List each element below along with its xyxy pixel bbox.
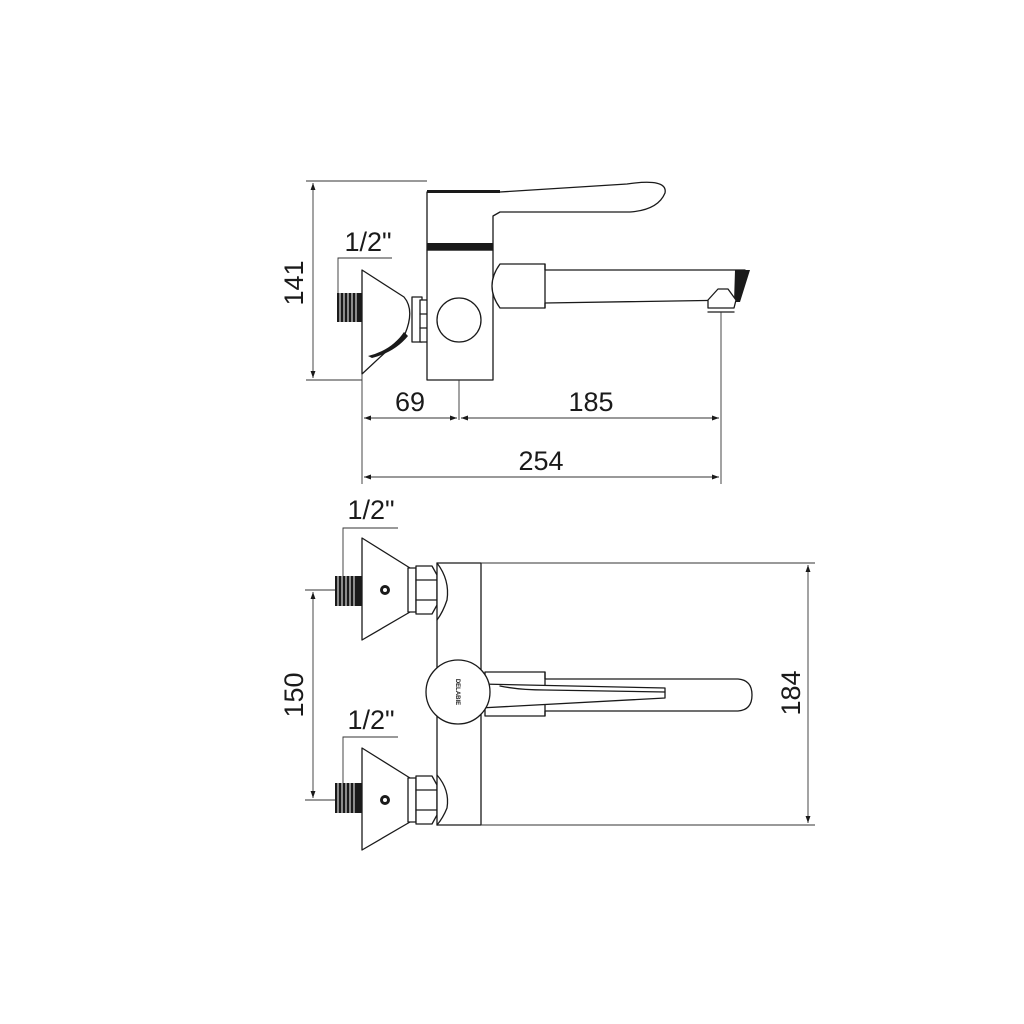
- front-view: 1/2" 1/2": [279, 495, 815, 851]
- thread-leader-side: [337, 257, 392, 302]
- eccentric-cone: [361, 269, 411, 375]
- spout-tip: [734, 270, 750, 302]
- inlet-thread: [337, 293, 363, 322]
- thread-label-side: 1/2": [344, 227, 391, 257]
- dim-label-254: 254: [518, 446, 563, 476]
- dim-label-185: 185: [568, 387, 613, 417]
- body-curve-bottom: [436, 774, 449, 826]
- cone-shadow: [368, 332, 408, 358]
- dim-label-69: 69: [395, 387, 425, 417]
- aerator: [707, 288, 737, 309]
- side-view: 141 1/2": [279, 180, 750, 484]
- spout-side: [491, 263, 746, 309]
- dim-label-141: 141: [279, 260, 309, 305]
- hex-nut-top: [415, 565, 438, 615]
- body-curve-top: [436, 562, 449, 621]
- body-boss: [436, 297, 482, 343]
- lever-handle-side: [426, 181, 666, 251]
- brand-logo: DELABIE: [454, 679, 460, 705]
- thread-label-bottom: 1/2": [347, 705, 394, 735]
- thread-leader-top: [342, 527, 398, 578]
- inlet-thread-top: [335, 576, 362, 606]
- handle-band: [427, 243, 493, 250]
- dim-label-150: 150: [279, 672, 309, 717]
- thread-leader-bottom: [342, 736, 398, 795]
- inlet-thread-bottom: [335, 783, 362, 813]
- hex-nut-bottom: [415, 775, 438, 825]
- handle-cap: [425, 659, 491, 725]
- thread-label-top: 1/2": [347, 495, 394, 525]
- dim-label-184: 184: [776, 670, 806, 715]
